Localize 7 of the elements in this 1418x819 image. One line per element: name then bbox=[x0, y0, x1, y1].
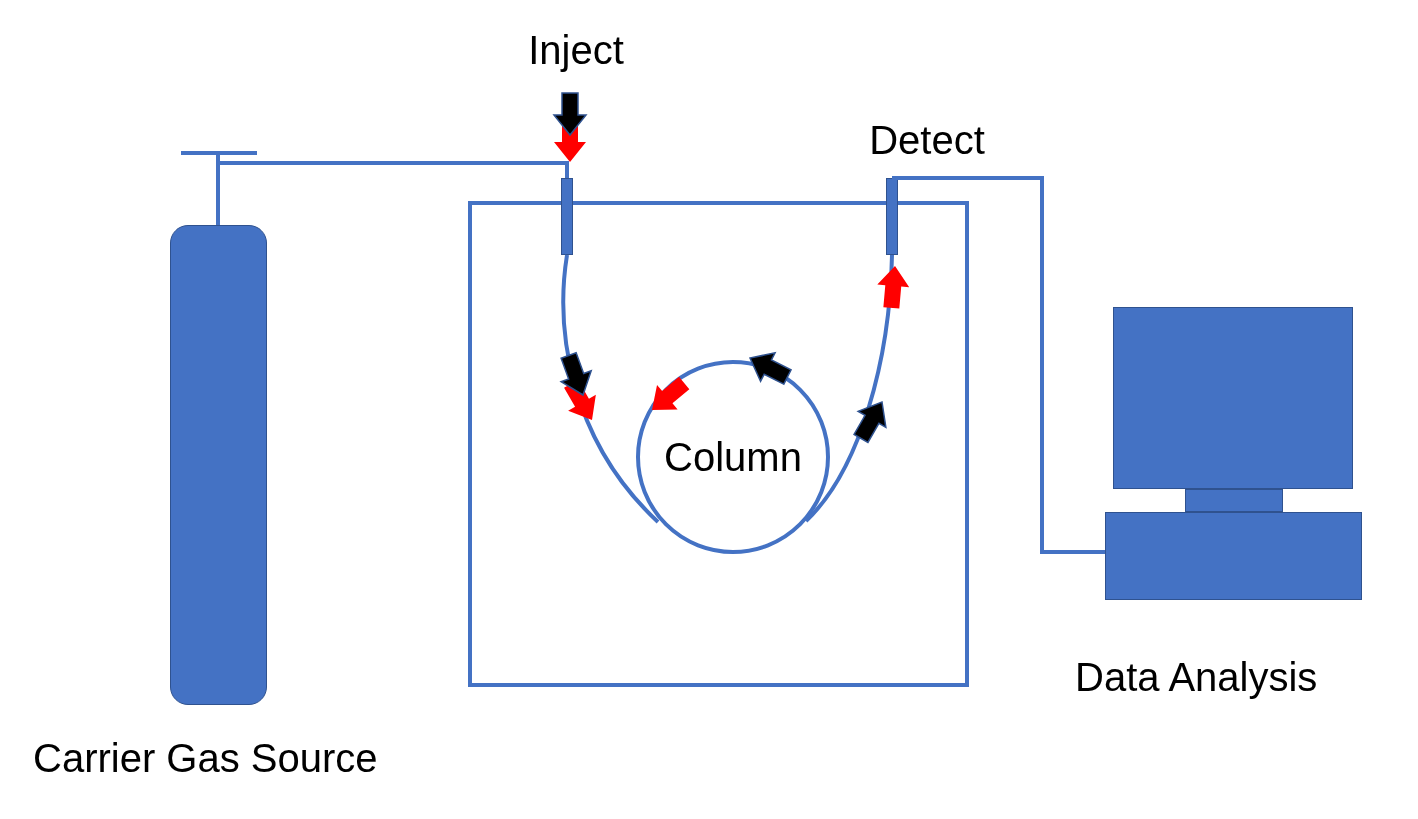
port-label: Inject bbox=[527, 27, 625, 74]
port-label: Detect bbox=[868, 117, 986, 164]
column-label: Column bbox=[664, 434, 802, 481]
gas-line bbox=[216, 161, 569, 225]
node-label: Carrier Gas Source bbox=[33, 735, 378, 782]
node-label: Data Analysis bbox=[1075, 654, 1318, 701]
gas-line bbox=[892, 176, 1105, 554]
